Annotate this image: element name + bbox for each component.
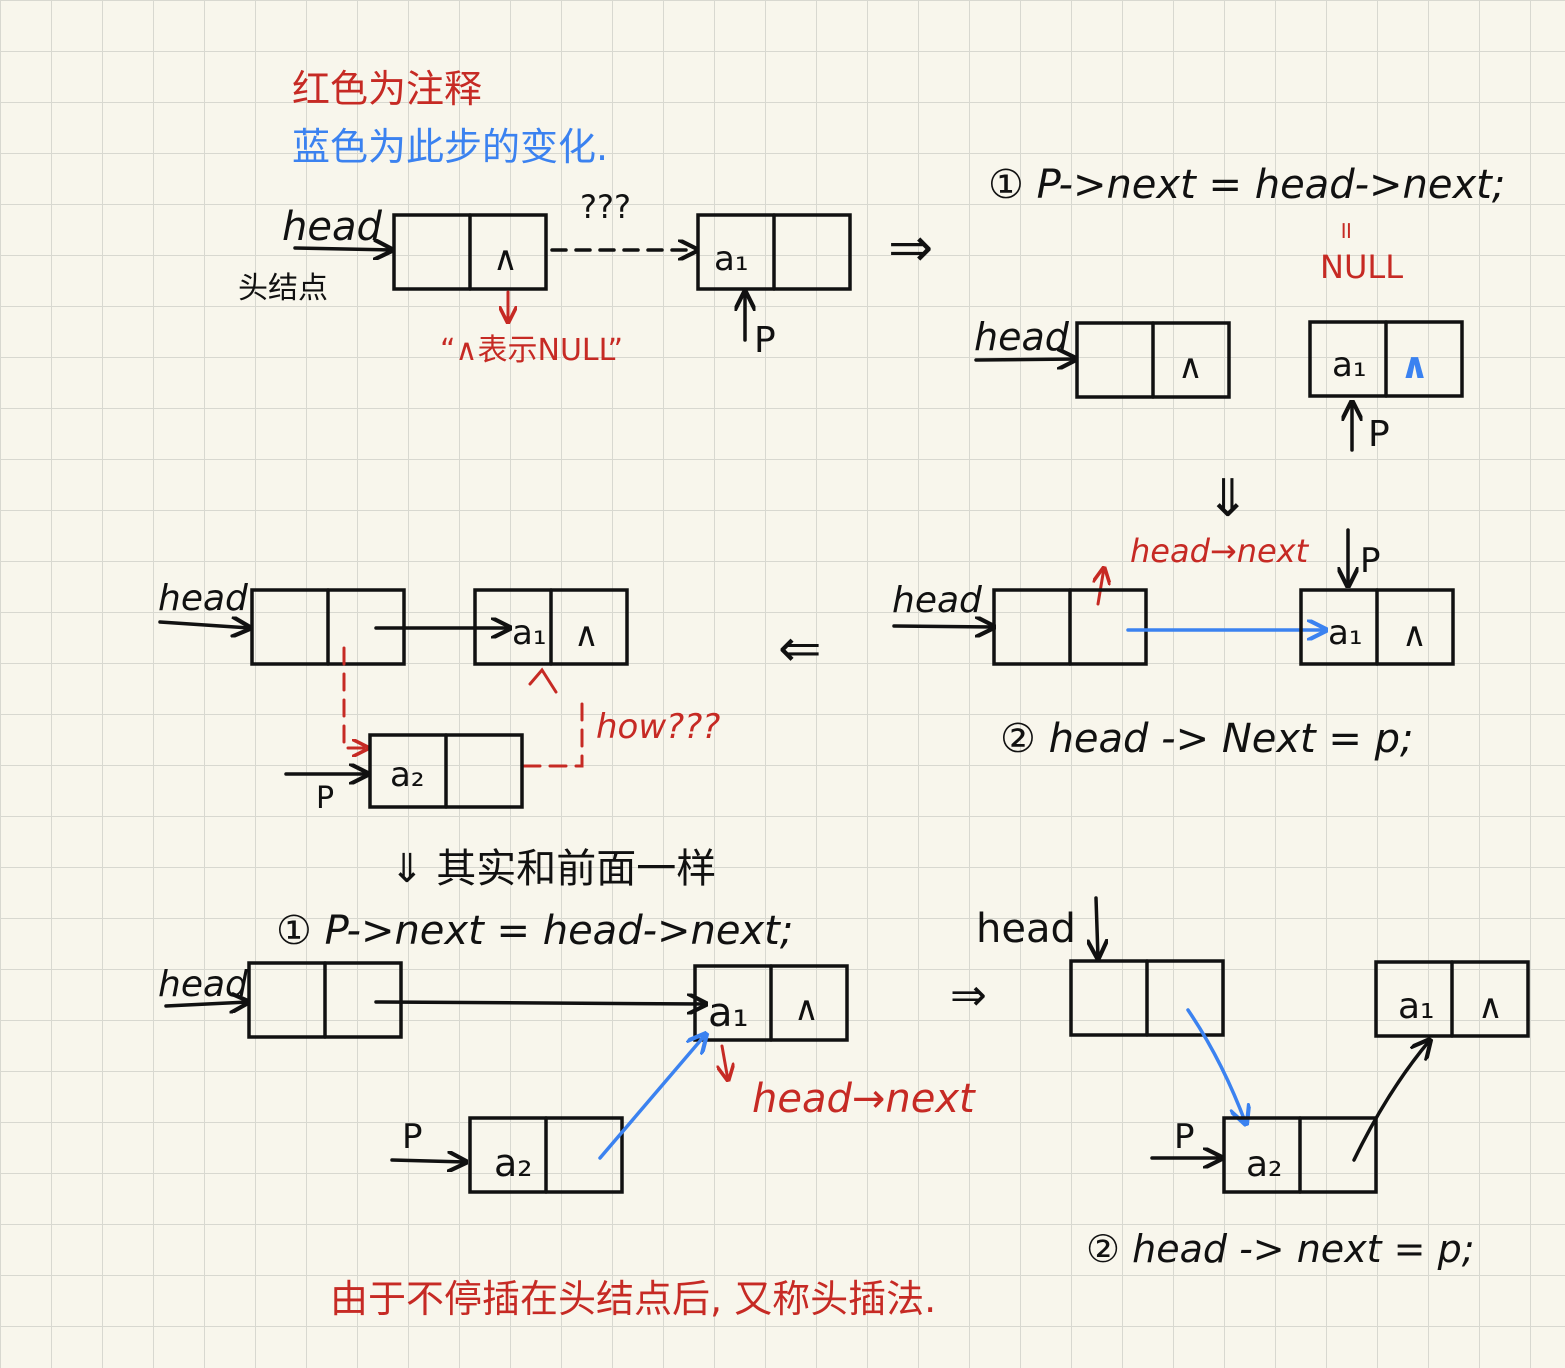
head-pointer-arrow-6 [1096,896,1098,958]
link-a2-to-a1 [1352,1040,1430,1162]
node-a2-6-value: a₂ [1246,1144,1283,1185]
step2-code: ② head -> Next = p; [1000,716,1414,762]
node-a2-5-value: a₂ [494,1141,533,1185]
null-symbol-6: ∧ [1478,987,1503,1027]
head-label-3: head [892,580,983,621]
null-symbol-5: ∧ [794,989,819,1029]
p-label-2: P [1368,414,1390,455]
head-next-red-arrow-2 [722,1044,728,1080]
p-label-4: P [316,781,334,816]
null-symbol-3: ∧ [1402,615,1427,655]
node-a1-1-value: a₁ [714,239,748,279]
red-dashed-path-from-a2 [522,692,584,768]
null-symbol-1: ∧ [493,239,518,279]
head-label-5: head [158,964,249,1005]
null-symbol-4: ∧ [574,615,599,655]
head-node-label: 头结点 [238,271,328,306]
null-equals-note: NULL [1320,248,1403,286]
implies-arrow-2: ⇒ [950,970,987,1021]
head-pointer-arrow-4 [158,622,250,628]
node-a1-6-value: a₁ [1398,986,1435,1027]
node-a1-3-value: a₁ [1328,613,1362,653]
head-label-1: head [282,204,382,250]
footer-note: 由于不停插在头结点后, 又称头插法. [330,1277,936,1321]
equals-mark: ॥ [1338,216,1352,244]
head-label-4: head [158,578,249,619]
p-label-5: P [402,1117,423,1157]
head-next-big-note: head→next [752,1076,976,1122]
how-note: how??? [596,707,720,747]
node-a1-4-value: a₁ [512,613,546,653]
step2b-code: ② head -> next = p; [1086,1227,1475,1271]
red-dashed-arrow-to-a2 [342,646,368,748]
blue-link-head-to-a2 [1186,1008,1246,1124]
null-symbol-blue: ∧ [1400,346,1429,387]
step1-code: ① P->next = head->next; [988,162,1505,208]
question-marks: ??? [580,188,631,226]
head-next-red-note: head→next [1130,532,1310,570]
implies-arrow-1: ⇒ [888,216,933,279]
link-head-to-a1-5 [374,1002,706,1004]
null-meaning-note: “∧表示NULL” [440,333,623,368]
implies-down-arrow-1: ⇓ [1206,469,1250,529]
head-pointer-arrow-1 [293,248,392,250]
head-pointer-arrow-5 [164,1002,248,1006]
node-a2-4-value: a₂ [390,755,424,795]
head-next-red-arrow [1098,568,1104,606]
head-pointer-arrow-2 [974,359,1076,360]
head-pointer-arrow-3 [892,626,994,627]
legend-red-note: 红色为注释 [292,67,482,111]
p-label-1: P [754,320,776,361]
head-label-2: head [974,315,1070,359]
p-label-6: P [1174,1117,1195,1157]
same-as-before-note: ⇓ 其实和前面一样 [390,846,716,892]
head-label-6: head [976,906,1076,952]
blue-link-a2-to-a1 [598,1034,706,1160]
implies-left-arrow: ⇐ [778,619,822,679]
legend-blue-note: 蓝色为此步的变化. [292,125,608,169]
p-label-3: P [1360,541,1381,581]
step1b-code: ① P->next = head->next; [276,908,793,954]
node-a1-2-value: a₁ [1332,345,1366,385]
node-a1-5-value: a₁ [708,990,749,1036]
null-symbol-2: ∧ [1178,347,1203,387]
red-arrow-to-a1 [528,667,558,694]
p-pointer-arrow-5 [390,1160,466,1162]
